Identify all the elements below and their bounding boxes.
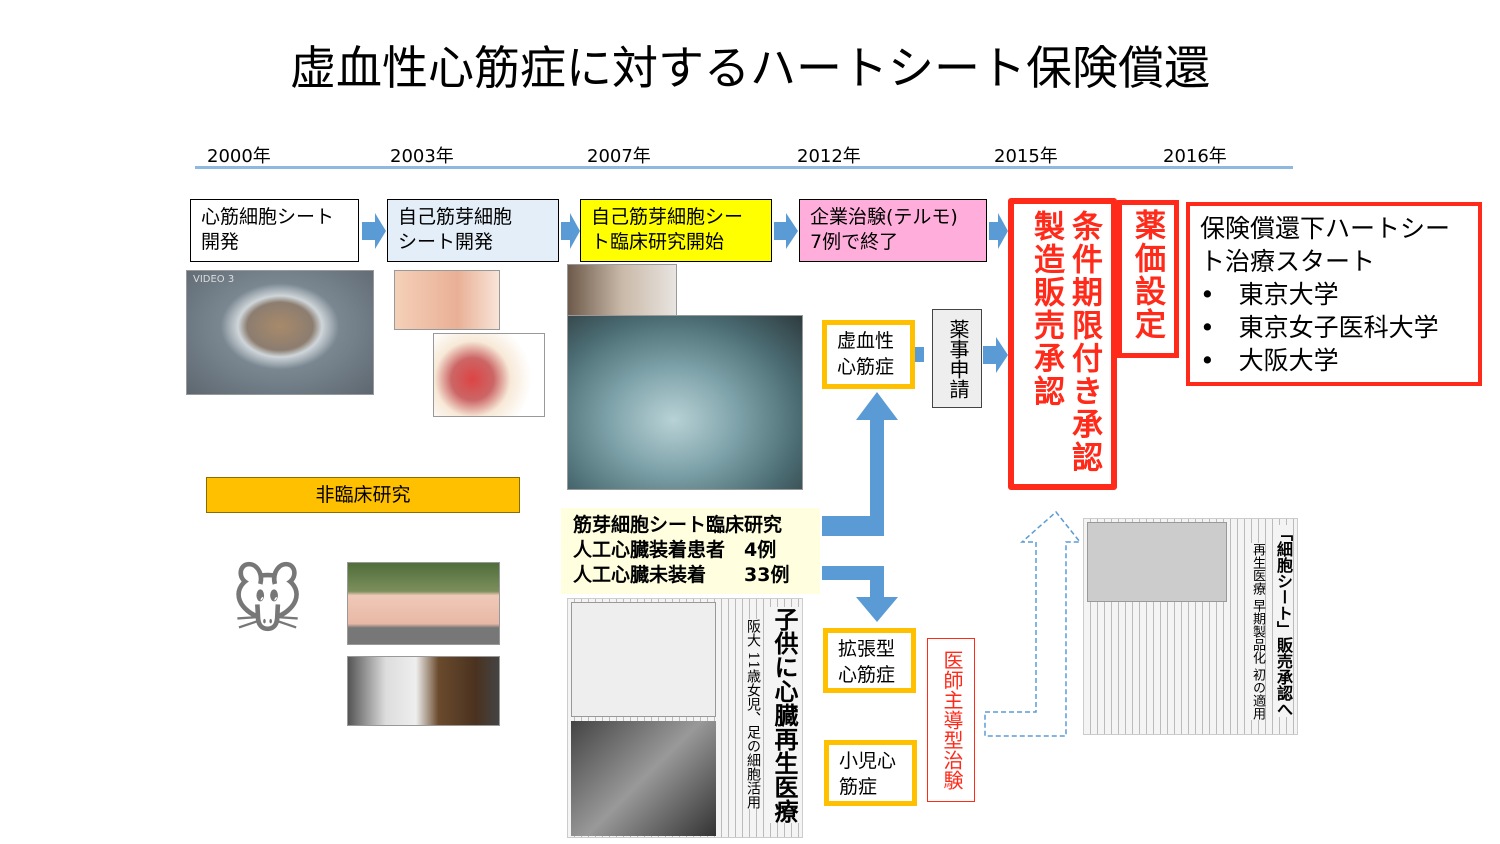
box-text: 心筋症 xyxy=(838,664,896,686)
price-setting-box: 薬価設定 xyxy=(1117,200,1179,358)
arrow-right-icon xyxy=(989,213,1008,249)
news-headline: 子供に心臓再生医療 xyxy=(769,607,799,823)
arrow-right-icon xyxy=(914,347,924,362)
timeline-line xyxy=(195,166,1293,169)
arrow-right-icon xyxy=(983,337,1008,373)
step-text: 自己筋芽細胞 xyxy=(398,206,513,228)
manufacturing-approval-text: 製造販売承認 xyxy=(1028,210,1064,408)
arrow-right-icon xyxy=(561,213,580,249)
rodent-photo xyxy=(347,656,500,726)
leg-cells-illustration xyxy=(394,270,500,330)
year-2007: 2007年 xyxy=(587,146,651,167)
step-sheet-development: 心筋細胞シート開発 xyxy=(190,199,359,262)
price-setting-text: 薬価設定 xyxy=(1129,209,1165,341)
step-text: ト臨床研究開始 xyxy=(591,231,725,253)
press-photo xyxy=(571,721,716,836)
step-myoblast-sheet: 自己筋芽細胞シート開発 xyxy=(387,199,559,262)
step-text: シート開発 xyxy=(398,231,494,253)
university-item: • 東京女子医科大学 xyxy=(1200,313,1439,342)
diagram-figure xyxy=(571,602,716,717)
year-2015: 2015年 xyxy=(994,146,1058,167)
newspaper-clipping-1: 子供に心臓再生医療 阪大 11歳女児、足の細胞活用 xyxy=(567,598,803,838)
pig-photo xyxy=(347,562,500,645)
slide-title: 虚血性心筋症に対するハートシート保険償還 xyxy=(290,41,1210,95)
university-name: 大阪大学 xyxy=(1238,346,1339,375)
elbow-arrow-up-icon xyxy=(822,392,898,536)
year-2000: 2000年 xyxy=(207,146,271,167)
diagram-figure xyxy=(1087,522,1227,602)
step-text: 開発 xyxy=(201,231,240,253)
step-text: 心筋細胞シート xyxy=(201,206,335,228)
university-name: 東京大学 xyxy=(1238,280,1339,309)
insurance-box: 保険償還下ハートシート治療スタート • 東京大学 • 東京女子医科大学 • 大阪… xyxy=(1186,202,1482,386)
clinical-text: 人工心臓未装着 33例 xyxy=(573,564,790,586)
dilated-cardiomyopathy-box: 拡張型心筋症 xyxy=(823,628,916,693)
university-item: • 大阪大学 xyxy=(1200,346,1339,375)
culture-dish-photo: VIDEO 3 xyxy=(186,270,374,395)
box-text: 心筋症 xyxy=(837,356,895,378)
news-headline: 「細胞シート」販売承認へ xyxy=(1273,525,1293,717)
arrow-right-icon xyxy=(774,213,798,249)
step-clinical-start: 自己筋芽細胞シート臨床研究開始 xyxy=(580,199,772,262)
step-text: 企業治験(テルモ) xyxy=(810,206,958,228)
regulatory-filing-box: 薬事申請 xyxy=(932,309,982,408)
news-subheadline: 阪大 11歳女児、足の細胞活用 xyxy=(744,619,762,810)
investigator-trial-box: 医師主導型治験 xyxy=(927,638,975,802)
news-subheadline: 再生医療 早期製品化 初の適用 xyxy=(1249,543,1265,721)
arrow-right-icon xyxy=(362,213,386,249)
cell-sheet-photo xyxy=(567,315,803,490)
preclinical-label: 非臨床研究 xyxy=(206,477,520,513)
video-label: VIDEO 3 xyxy=(193,274,235,285)
insurance-heading: 保険償還下ハートシート治療スタート xyxy=(1200,214,1451,276)
dashed-arrow-up-icon xyxy=(984,510,1082,737)
university-item: • 東京大学 xyxy=(1200,280,1339,309)
step-text: 自己筋芽細胞シー xyxy=(591,206,744,228)
clinical-text: 筋芽細胞シート臨床研究 xyxy=(573,514,783,536)
year-2016: 2016年 xyxy=(1163,146,1227,167)
step-corporate-trial: 企業治験(テルモ) 7例で終了 xyxy=(799,199,987,262)
year-2003: 2003年 xyxy=(390,146,454,167)
mouse-icon: 🐭 xyxy=(230,561,304,643)
box-text: 小児心 xyxy=(839,750,897,772)
box-text: 筋症 xyxy=(839,776,878,798)
box-text: 虚血性 xyxy=(837,330,895,352)
clinical-study-box: 筋芽細胞シート臨床研究 人工心臓装着患者 4例 人工心臓未装着 33例 xyxy=(561,508,820,594)
conditional-approval-text: 条件期限付き承認 xyxy=(1066,210,1102,474)
pediatric-cardiomyopathy-box: 小児心筋症 xyxy=(824,740,917,806)
heart-sheet-illustration xyxy=(433,333,545,417)
elbow-arrow-down-icon xyxy=(822,566,898,622)
year-2012: 2012年 xyxy=(797,146,861,167)
conditional-approval-box: 条件期限付き承認 製造販売承認 xyxy=(1008,198,1117,490)
university-name: 東京女子医科大学 xyxy=(1238,313,1439,342)
ischemic-cardiomyopathy-box: 虚血性心筋症 xyxy=(822,320,915,389)
step-text: 7例で終了 xyxy=(810,231,899,253)
newspaper-clipping-2: 「細胞シート」販売承認へ 再生医療 早期製品化 初の適用 xyxy=(1083,518,1298,735)
box-text: 拡張型 xyxy=(838,638,896,660)
clinical-text: 人工心臓装着患者 4例 xyxy=(573,539,777,561)
